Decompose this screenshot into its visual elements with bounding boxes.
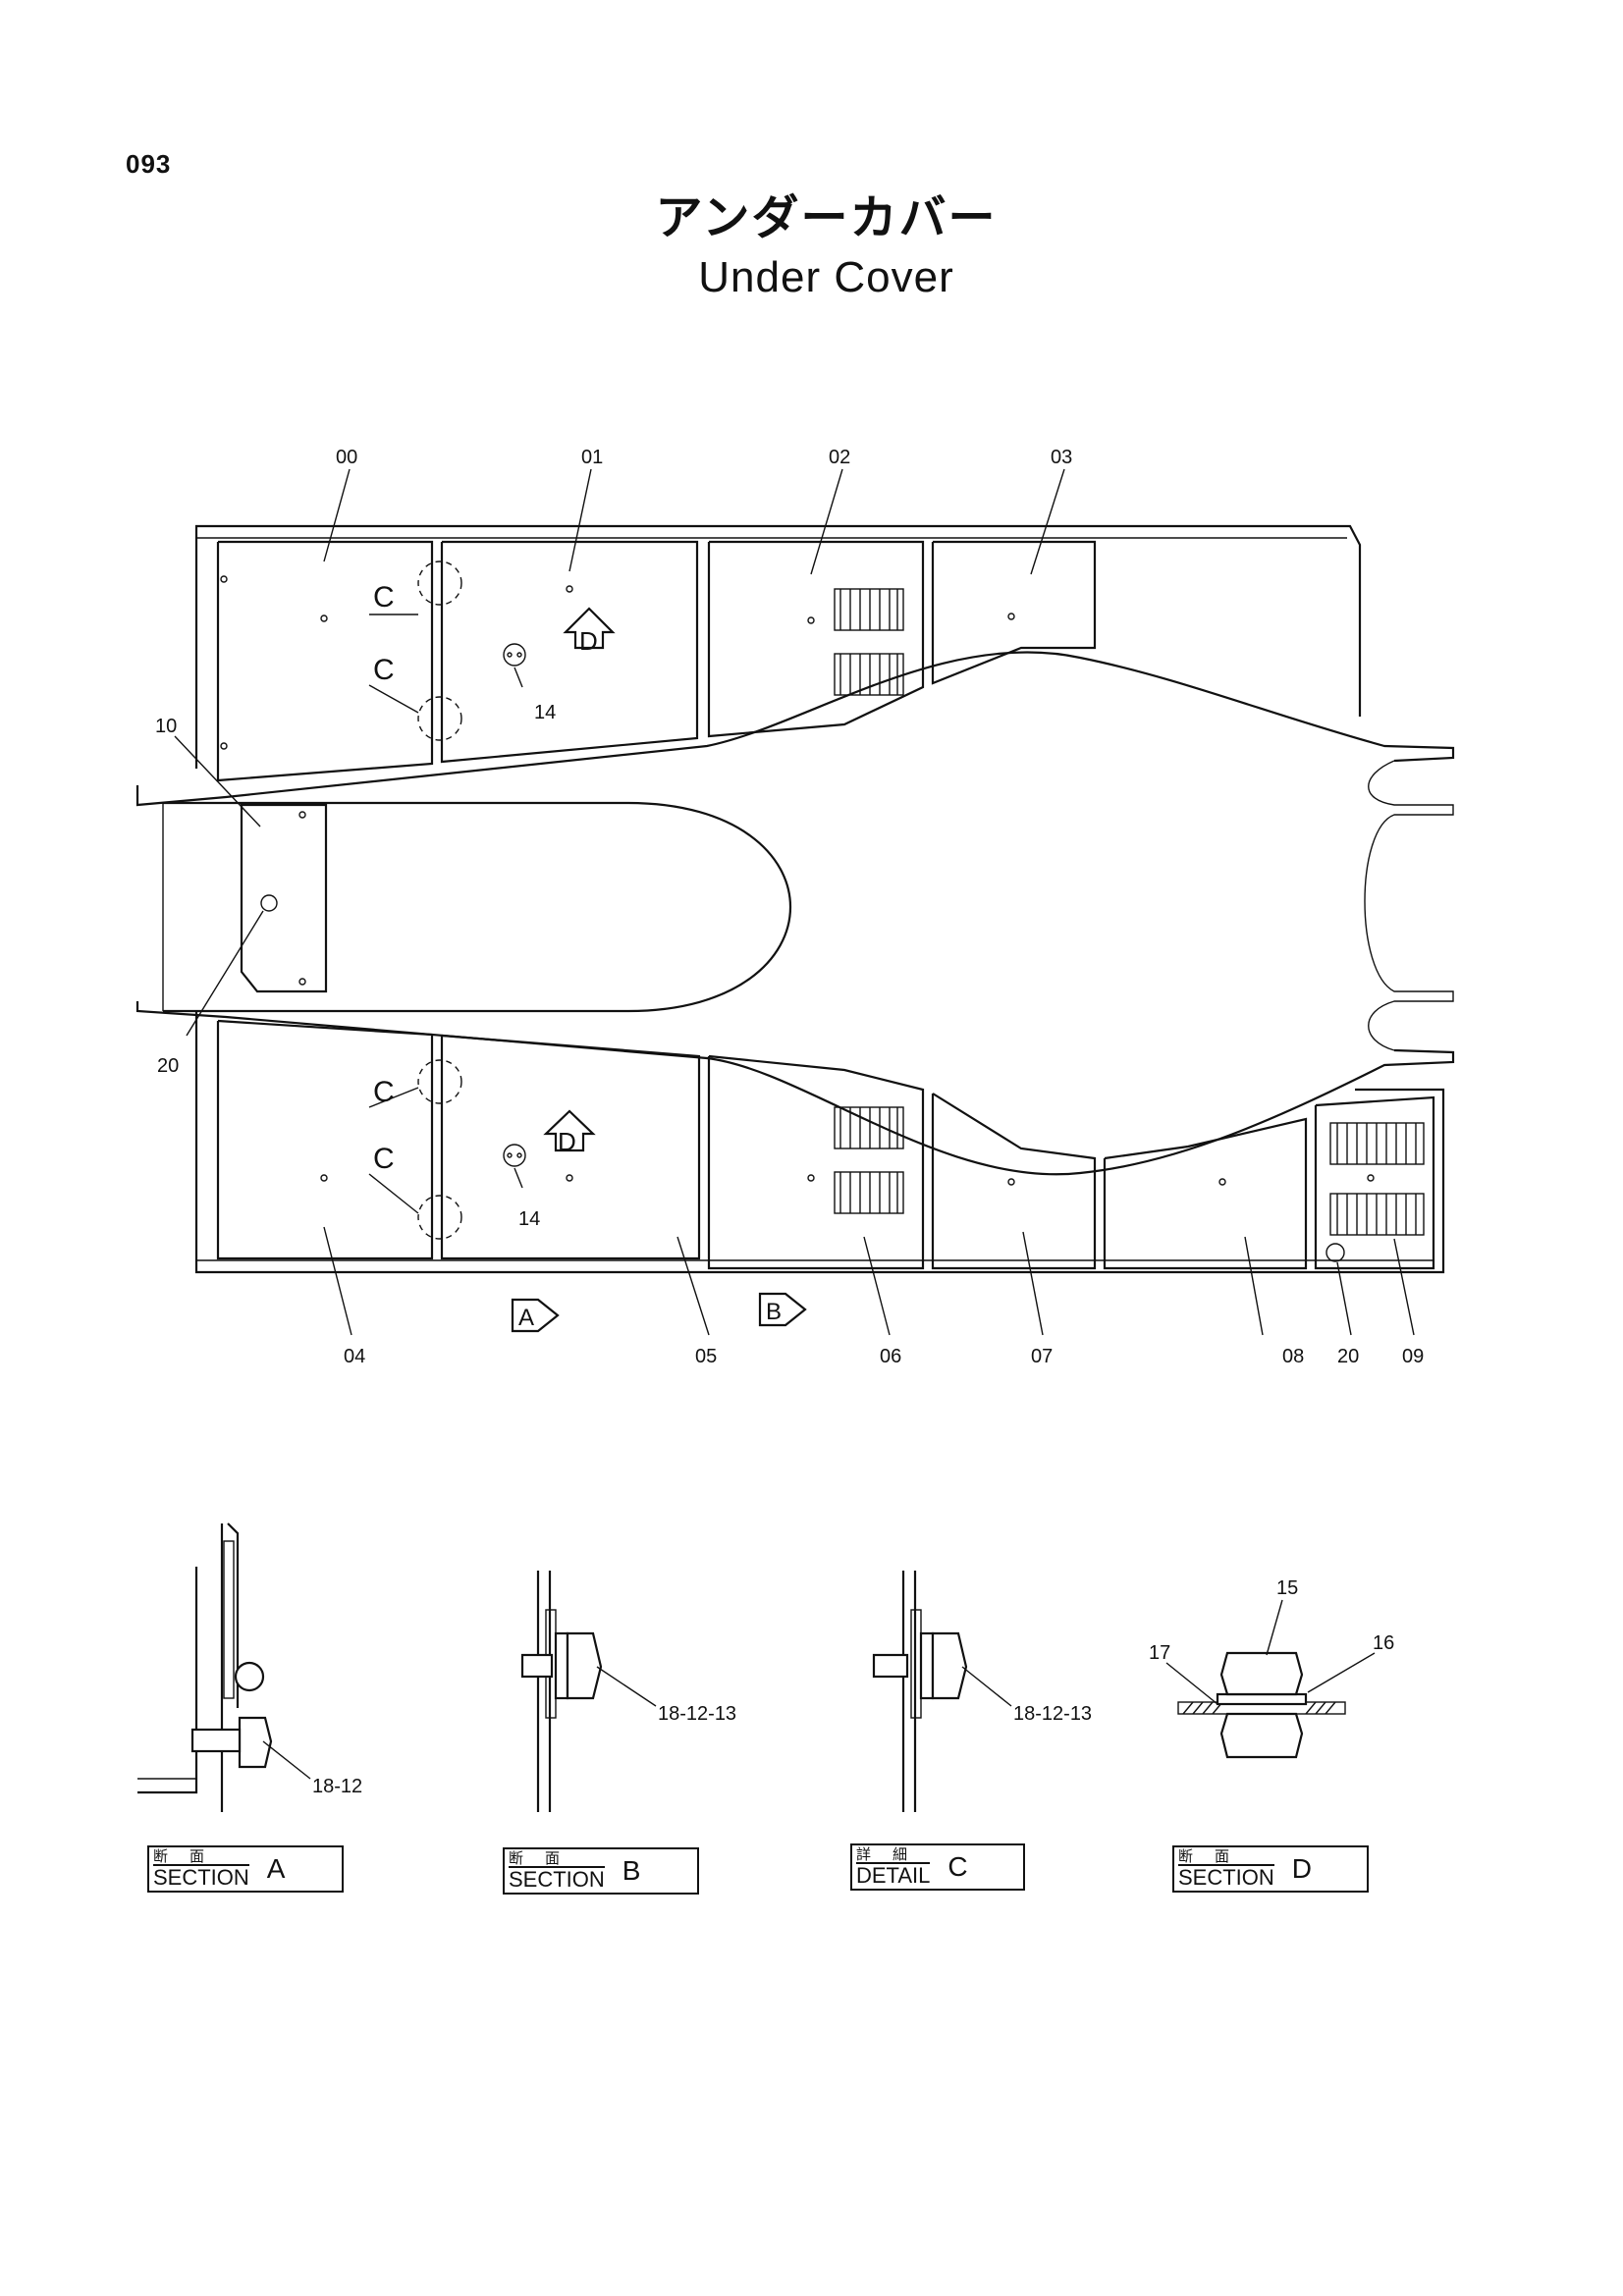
section-b-detail: 18-12-13	[520, 1571, 736, 1812]
callout-a: A	[518, 1305, 534, 1331]
section-a-bolt-label: 18-12	[312, 1776, 362, 1797]
section-b-letter: B	[622, 1855, 641, 1886]
detail-c-bolt-label: 18-12-13	[1013, 1703, 1092, 1725]
section-a-jp: 断面	[153, 1847, 227, 1865]
section-d-arrow-lower	[543, 1109, 596, 1152]
label-part-00: 00	[336, 447, 357, 468]
section-a-en: SECTION	[153, 1864, 249, 1890]
callout-d-upper: D	[579, 626, 598, 656]
section-b-en: SECTION	[509, 1866, 605, 1892]
callout-b: B	[766, 1299, 782, 1325]
label-part-05: 05	[695, 1346, 717, 1367]
callout-d-lower: D	[558, 1127, 576, 1156]
detail-c-detail: 18-12-13	[872, 1571, 1092, 1812]
cover-plate-07	[931, 1093, 1097, 1270]
section-d-en: SECTION	[1178, 1864, 1274, 1890]
cover-plate-08	[1103, 1117, 1308, 1270]
plug-14-upper	[503, 643, 526, 667]
section-d-detail: 15 16 17	[1149, 1577, 1394, 1759]
detail-c-jp: 詳細	[856, 1845, 930, 1863]
cover-plate-06	[707, 1054, 925, 1270]
section-a-letter: A	[266, 1853, 286, 1884]
label-part-10: 10	[155, 716, 177, 737]
label-part-04: 04	[344, 1346, 365, 1367]
detail-c-circles	[417, 561, 462, 1240]
section-d-letter: D	[1291, 1853, 1313, 1884]
cover-plate-01	[440, 540, 699, 764]
title-english: Under Cover	[698, 253, 954, 301]
detail-c-letter: C	[947, 1851, 968, 1882]
label-part-09: 09	[1402, 1346, 1424, 1367]
section-d-part-15: 15	[1276, 1577, 1298, 1599]
plug-14-lower	[503, 1144, 526, 1167]
lower-frame	[194, 1011, 1445, 1274]
section-b-bolt-label: 18-12-13	[658, 1703, 736, 1725]
label-part-06: 06	[880, 1346, 901, 1367]
callout-c-1: C	[373, 581, 395, 614]
detail-c-en: DETAIL	[856, 1862, 931, 1888]
label-part-20-right: 20	[1337, 1346, 1359, 1367]
section-d-jp: 断面	[1178, 1847, 1252, 1865]
label-part-07: 07	[1031, 1346, 1053, 1367]
cover-plate-09	[1314, 1095, 1435, 1270]
cover-plate-02	[707, 540, 925, 738]
title-japanese: アンダーカバー	[655, 190, 998, 245]
label-part-02: 02	[829, 447, 850, 468]
label-part-01: 01	[581, 447, 603, 468]
section-d-part-17: 17	[1149, 1642, 1170, 1664]
page-number: 093	[126, 149, 172, 179]
plug-20-lower	[1325, 1243, 1345, 1262]
cover-plate-10	[240, 803, 328, 993]
callout-c-2: C	[373, 654, 395, 686]
callout-c-4: C	[373, 1143, 395, 1175]
cover-plate-05	[440, 1034, 701, 1260]
section-b-jp: 断面	[509, 1849, 582, 1867]
section-b-arrow	[758, 1292, 807, 1327]
section-d-arrow-upper	[563, 607, 616, 650]
upper-frame	[194, 524, 1362, 769]
leader-lines	[174, 468, 1415, 1336]
label-part-20-left: 20	[157, 1055, 179, 1077]
section-a-arrow	[511, 1298, 560, 1333]
section-a-detail: 18-12	[137, 1522, 362, 1812]
label-part-08: 08	[1282, 1346, 1304, 1367]
label-part-14-upper: 14	[534, 702, 556, 723]
section-d-part-16: 16	[1373, 1632, 1394, 1654]
title-block: アンダーカバー Under Cover	[0, 179, 1623, 302]
cover-plate-04	[216, 1019, 434, 1260]
callout-c-3: C	[373, 1076, 395, 1108]
label-part-03: 03	[1051, 447, 1072, 468]
cover-plate-00	[216, 540, 434, 782]
label-part-14-lower: 14	[518, 1208, 540, 1230]
track-frame-outline	[135, 651, 1455, 1176]
cover-plate-03	[931, 540, 1097, 685]
